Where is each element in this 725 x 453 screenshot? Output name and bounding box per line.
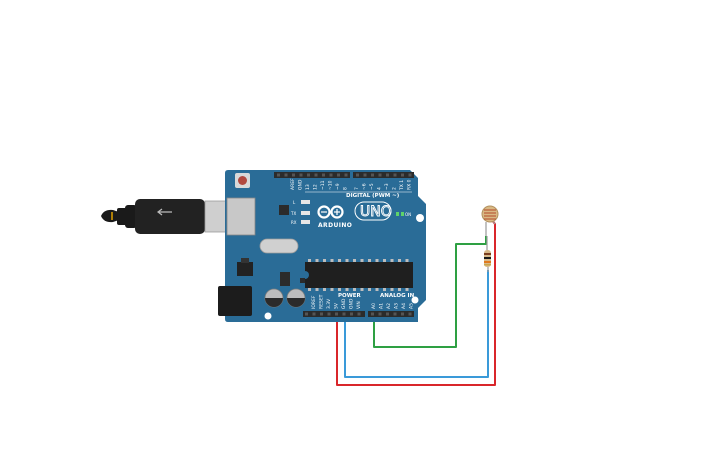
digital-pin-label: 12 [313, 184, 319, 190]
digital-pin-label: ~11 [320, 180, 326, 190]
power-pin-label: 3.3V [326, 298, 332, 309]
mount-hole [264, 312, 272, 320]
power-pin-label: RESET [319, 294, 325, 309]
analog-header[interactable] [368, 311, 414, 317]
photoresistor-pattern-icon [484, 209, 496, 220]
digital-pin-label: 4 [377, 187, 383, 190]
photoresistor[interactable] [481, 205, 499, 236]
digital-pin-label: 13 [305, 184, 311, 190]
smd-chip [280, 272, 290, 286]
digital-pin-label: AREF [290, 178, 296, 190]
led-rx [301, 220, 310, 224]
voltage-regulator [237, 262, 253, 276]
power-pin-label: 5V [334, 302, 340, 309]
analog-pin-label: A3 [394, 303, 400, 309]
usb-cable-end [101, 209, 119, 223]
analog-pin-label: A0 [371, 303, 377, 309]
power-header[interactable] [303, 311, 365, 317]
digital-pin-label: RX 0 [407, 179, 413, 190]
model-label: UNO [360, 204, 392, 220]
digital-header-left[interactable] [274, 172, 350, 178]
digital-pin-label: ~5 [369, 183, 375, 190]
analog-pin-label: A4 [401, 303, 407, 309]
crystal-oscillator [259, 238, 299, 254]
wire-green-a0[interactable] [373, 236, 487, 348]
photoresistor-head [481, 205, 499, 223]
brand-label: ARDUINO [318, 222, 352, 229]
analog-section-label: ANALOG IN [380, 293, 415, 299]
dc-power-jack [218, 286, 252, 316]
usb-b-port [226, 197, 256, 236]
led-tx-label: TX [290, 211, 296, 216]
analog-pin-label: A2 [386, 303, 392, 309]
led-on [396, 212, 399, 216]
model-badge [354, 201, 392, 221]
chip-pins [308, 259, 409, 291]
power-section-label: POWER [338, 293, 362, 299]
digital-pin-label: ~10 [328, 180, 334, 190]
usb-plug-body [135, 199, 205, 234]
digital-pin-label: 2 [392, 187, 398, 190]
analog-pin-label: A1 [379, 303, 385, 309]
power-pin-label: GND [341, 298, 347, 309]
usb-strain-relief [117, 208, 127, 225]
digital-pin-label: 7 [354, 187, 360, 190]
digital-pin-label: TX 1 [399, 180, 405, 191]
mount-hole [416, 214, 424, 222]
power-pin-label: VIN [356, 301, 362, 309]
digital-pin-label: 8 [343, 187, 349, 190]
resistor[interactable] [484, 236, 491, 272]
mount-hole [411, 296, 419, 304]
digital-pin-label: ~3 [384, 183, 390, 190]
power-pin-label: IOREF [311, 295, 317, 309]
smd-chip [279, 205, 289, 215]
digital-pin-label: ~9 [335, 183, 341, 190]
power-pin-label: GND [349, 298, 355, 309]
digital-pin-label: GND [298, 179, 304, 190]
wire-blue-gnd[interactable] [344, 270, 489, 378]
arduino-logo [317, 205, 344, 219]
analog-pin-label: A5 [409, 303, 415, 309]
digital-pin-label: ~6 [362, 183, 368, 190]
usb-cable[interactable] [101, 199, 234, 234]
digital-section-label: DIGITAL (PWM ~) [346, 193, 400, 199]
led-rx-label: RX [291, 220, 297, 225]
led-tx [301, 211, 310, 215]
led-l-label: L [293, 200, 296, 205]
led-on-label: ON [405, 212, 411, 217]
atmega-chip [305, 262, 413, 288]
led-l [301, 200, 310, 204]
usb-icon [157, 208, 172, 216]
digital-header-right[interactable] [353, 172, 414, 178]
